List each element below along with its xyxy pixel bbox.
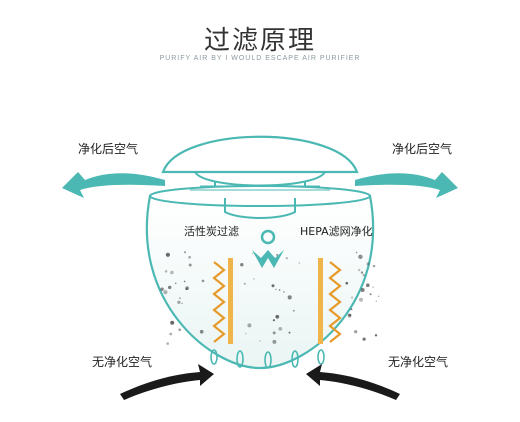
dust-particle <box>372 264 376 268</box>
dust-particle <box>247 323 252 328</box>
dust-particle <box>369 293 372 296</box>
dust-particle <box>354 330 358 334</box>
dust-particle <box>278 289 281 291</box>
dust-particles <box>160 251 380 345</box>
dust-particle <box>201 279 205 283</box>
dust-particle <box>240 263 244 267</box>
dust-particle <box>283 291 285 293</box>
dust-particle <box>175 282 177 284</box>
dust-particle <box>177 300 181 304</box>
carbon-filter-coil <box>212 261 226 343</box>
dust-particle <box>168 285 172 290</box>
clean-air-right-label: 净化后空气 <box>392 142 453 156</box>
hepa-filter-bar <box>318 258 323 344</box>
dust-particle <box>366 262 370 266</box>
fan-icon <box>252 250 284 268</box>
dust-particle <box>170 270 174 275</box>
dust-particle <box>275 314 280 319</box>
dust-particle <box>165 252 170 257</box>
dust-particle <box>287 295 292 300</box>
dirty-air-arrow-left <box>120 364 214 400</box>
dust-particle <box>362 337 366 341</box>
dust-particle <box>163 290 168 295</box>
intake-vents <box>210 349 325 369</box>
purifier-top-cap <box>161 135 359 174</box>
dust-particle <box>179 297 181 299</box>
dirty-air-arrow-right <box>306 364 400 400</box>
dust-particle <box>275 288 277 290</box>
dust-particle <box>272 319 275 322</box>
dust-particle <box>285 257 288 260</box>
dust-particle <box>298 262 301 264</box>
dust-particle <box>350 308 353 311</box>
dust-particle <box>375 300 377 302</box>
dust-particle <box>272 339 277 344</box>
dust-particle <box>350 296 354 299</box>
dust-particle <box>358 268 361 272</box>
dust-particle <box>185 286 189 291</box>
dust-particle <box>359 297 363 302</box>
clean-air-arrow-right <box>355 172 458 198</box>
carbon-filter-bar <box>228 258 233 344</box>
dust-particle <box>160 287 164 291</box>
hepa-filter-label: HEPA滤网净化 <box>300 225 373 238</box>
dust-particle <box>170 320 175 325</box>
dust-particle <box>178 328 181 332</box>
dust-particle <box>271 284 275 288</box>
dust-particle <box>164 270 168 273</box>
hepa-filter-coil <box>328 261 342 343</box>
dirty-air-left-label: 无净化空气 <box>92 355 153 369</box>
clean-air-arrow-left <box>62 172 165 198</box>
dust-particle <box>292 309 295 312</box>
dust-particle <box>360 271 364 274</box>
dust-particle <box>243 282 246 285</box>
dust-particle <box>377 295 380 297</box>
dust-particle <box>183 251 187 254</box>
dust-particle <box>355 251 358 254</box>
dust-particle <box>245 333 247 335</box>
dirty-air-right-label: 无净化空气 <box>388 355 449 369</box>
dust-particle <box>169 332 173 336</box>
dust-particle <box>374 334 378 337</box>
dust-particle <box>199 329 204 334</box>
dust-particle <box>366 283 370 288</box>
dust-particle <box>183 280 186 283</box>
dust-particle <box>345 281 349 285</box>
dust-particle <box>253 278 255 280</box>
dust-particle <box>288 331 291 334</box>
dust-particle <box>181 302 183 305</box>
dust-particle <box>259 340 261 342</box>
dust-particle <box>276 253 279 256</box>
carbon-filter-label: 活性炭过滤 <box>184 225 239 238</box>
page-title: 过滤原理 <box>203 26 316 56</box>
dust-particle <box>372 286 374 288</box>
purifier-body <box>145 194 375 370</box>
dust-particle <box>360 288 365 292</box>
dust-particle <box>166 342 169 345</box>
page-subtitle: PURIFY AIR BY I WOULD ESCAPE AIR PURIFIE… <box>159 55 361 62</box>
dust-particle <box>252 252 254 255</box>
dust-particle <box>278 327 283 331</box>
dust-particle <box>362 273 365 277</box>
dust-particle <box>358 254 363 259</box>
dust-particle <box>348 313 352 317</box>
dust-particle <box>272 331 276 335</box>
clean-air-left-label: 净化后空气 <box>78 142 139 156</box>
dust-particle <box>188 255 192 259</box>
dust-particle <box>188 263 192 267</box>
